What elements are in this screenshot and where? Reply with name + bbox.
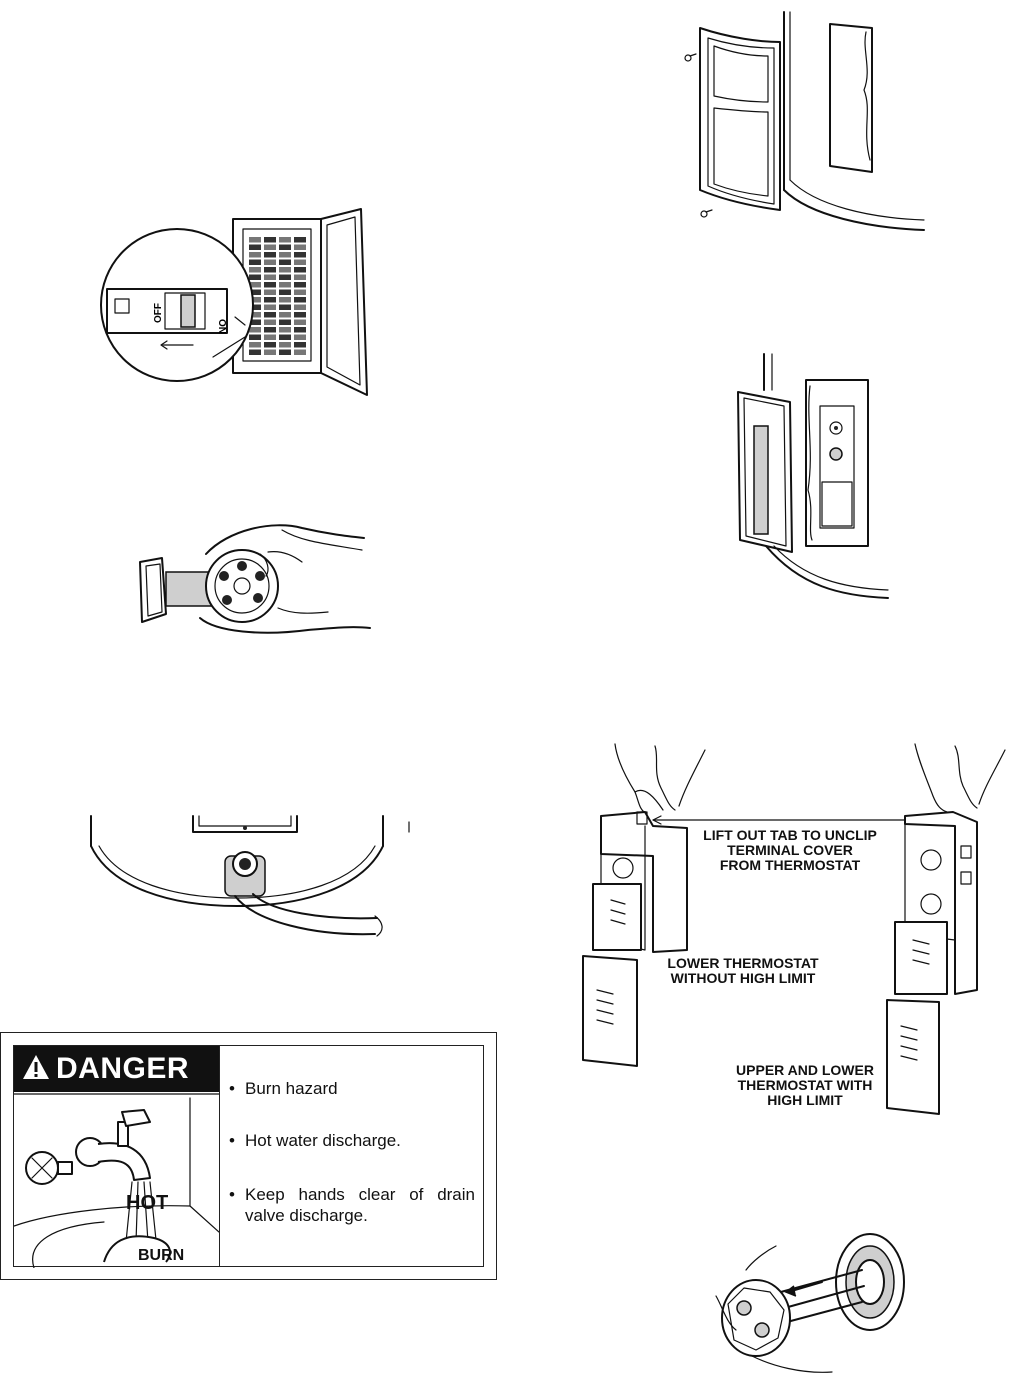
breaker-switch	[264, 237, 276, 243]
danger-item-2: •Hot water discharge.	[229, 1130, 475, 1151]
breaker-switch	[279, 275, 291, 281]
breaker-switch	[294, 282, 306, 288]
breaker-switch	[249, 350, 261, 356]
breaker-switch	[264, 297, 276, 303]
callout-lower-without-high-limit: LOWER THERMOSTAT WITHOUT HIGH LIMIT	[653, 956, 833, 986]
breaker-switch	[294, 267, 306, 273]
breaker-switch	[294, 335, 306, 341]
breaker-switch	[249, 267, 261, 273]
breaker-switch	[294, 252, 306, 258]
breaker-switch	[294, 327, 306, 333]
danger-header: DANGER	[14, 1046, 219, 1092]
breaker-switch	[279, 290, 291, 296]
breaker-switch	[294, 320, 306, 326]
warning-triangle-icon	[22, 1054, 50, 1080]
breaker-switch	[264, 305, 276, 311]
breaker-switch	[264, 252, 276, 258]
breaker-switch	[294, 305, 306, 311]
breaker-panel-illustration: OFF ON	[95, 205, 385, 405]
breaker-switch	[264, 320, 276, 326]
callout-upper-lower-with-high-limit: UPPER AND LOWER THERMOSTAT WITH HIGH LIM…	[720, 1063, 890, 1108]
breaker-switch	[249, 335, 261, 341]
burn-text: BURN	[138, 1247, 184, 1264]
danger-header-text: DANGER	[56, 1052, 189, 1085]
breaker-switch	[294, 297, 306, 303]
hot-text: HOT	[126, 1192, 168, 1214]
breaker-switch	[264, 350, 276, 356]
danger-item-1: •Burn hazard	[229, 1078, 475, 1099]
breaker-switch	[279, 237, 291, 243]
breaker-switch	[264, 312, 276, 318]
breaker-switch	[279, 305, 291, 311]
breaker-switch	[279, 350, 291, 356]
breaker-switch	[294, 237, 306, 243]
breaker-switch	[264, 335, 276, 341]
danger-warning-label: DANGER HOT	[0, 1032, 497, 1280]
breaker-switch	[294, 275, 306, 281]
breaker-switch	[264, 245, 276, 251]
breaker-switch	[279, 342, 291, 348]
breaker-switch	[279, 282, 291, 288]
breaker-off-label: OFF	[153, 303, 164, 323]
breaker-switch	[294, 312, 306, 318]
breaker-switch	[249, 327, 261, 333]
breaker-switch	[294, 245, 306, 251]
breaker-switch	[294, 350, 306, 356]
breaker-switch	[279, 260, 291, 266]
callout-lift-tab: LIFT OUT TAB TO UNCLIP TERMINAL COVER FR…	[685, 828, 895, 873]
valve-hand-illustration	[132, 514, 372, 644]
breaker-switch	[294, 342, 306, 348]
breaker-switch	[279, 312, 291, 318]
breaker-switch	[249, 245, 261, 251]
breaker-switch	[249, 260, 261, 266]
breaker-switch	[279, 297, 291, 303]
breaker-switch	[264, 282, 276, 288]
breaker-switch	[249, 275, 261, 281]
breaker-switch	[264, 290, 276, 296]
heating-element-illustration	[712, 1226, 912, 1390]
breaker-switch	[279, 320, 291, 326]
breaker-switch	[279, 252, 291, 258]
breaker-switch	[264, 260, 276, 266]
breaker-switch	[264, 267, 276, 273]
hot-water-faucet-illustration: HOT BURN	[14, 1092, 219, 1268]
breaker-on-label: ON	[216, 319, 227, 334]
breaker-switch	[279, 245, 291, 251]
breaker-switch	[279, 327, 291, 333]
breaker-switch	[294, 290, 306, 296]
breaker-switch	[279, 335, 291, 341]
breaker-switch	[264, 327, 276, 333]
breaker-switch	[249, 252, 261, 258]
breaker-switch	[264, 275, 276, 281]
breaker-switch	[249, 342, 261, 348]
breaker-switch	[279, 267, 291, 273]
tank-hose-illustration	[85, 812, 415, 972]
thermostat-access-illustration	[730, 350, 890, 612]
breaker-switch	[294, 260, 306, 266]
danger-item-3: • Keep hands clear of drain valve discha…	[229, 1184, 475, 1226]
breaker-switch	[264, 342, 276, 348]
access-panel-illustration	[680, 10, 930, 242]
breaker-switch	[249, 237, 261, 243]
